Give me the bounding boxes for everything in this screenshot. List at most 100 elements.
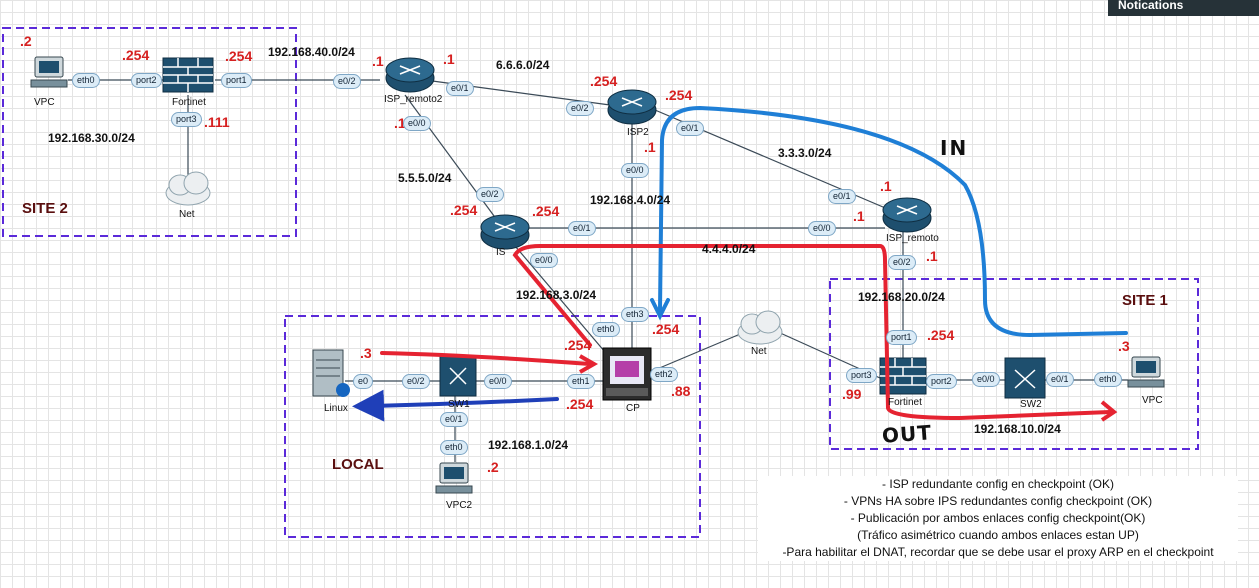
site2-border [2, 27, 297, 237]
ip-ispr2-e01: .1 [443, 51, 455, 67]
cloud-site2-icon[interactable] [165, 171, 211, 206]
net-30-label: 192.168.30.0/24 [48, 131, 135, 145]
port-cp-eth3[interactable]: eth3 [621, 307, 649, 322]
ip-forti1-port3: .99 [842, 386, 862, 402]
port-r2-e01[interactable]: e0/1 [446, 81, 474, 96]
notifications-bar[interactable]: Notications [1108, 0, 1259, 16]
traffic-red-arrowhead-cp [579, 354, 599, 374]
vpc-site1-icon[interactable] [1127, 356, 1165, 388]
fortinet-site2-label: Fortinet [172, 97, 206, 108]
checkpoint-cp-icon[interactable] [602, 347, 652, 401]
port-cp-eth0[interactable]: eth0 [592, 322, 620, 337]
port-vpc-s1-eth0[interactable]: eth0 [1094, 372, 1122, 387]
traffic-in-blue-arrowhead [650, 298, 670, 321]
ip-vpc-site2: .2 [20, 33, 32, 49]
vpc2-icon[interactable] [435, 462, 473, 494]
net-3-label: 192.168.3.0/24 [516, 288, 597, 302]
net-40-label: 192.168.40.0/24 [268, 45, 355, 59]
port-f1-port2[interactable]: port2 [926, 374, 957, 389]
vpc-site1-label: VPC [1142, 395, 1163, 406]
fortinet-site2-icon[interactable] [162, 57, 214, 93]
port-cp-eth2[interactable]: eth2 [650, 367, 678, 382]
net-555-label: 5.5.5.0/24 [398, 171, 452, 185]
traffic-red-path [512, 244, 1112, 421]
traffic-return-blue-path [352, 389, 559, 422]
traffic-red-arrowhead-vpc [1100, 400, 1118, 422]
ip-isp1-e02: .254 [450, 202, 478, 218]
linux-label: Linux [324, 403, 348, 414]
port-f2-port2[interactable]: port2 [131, 73, 162, 88]
port-vpc2-eth0[interactable]: eth0 [440, 440, 468, 455]
note-line: - ISP redundante config en checkpoint (O… [882, 477, 1114, 491]
ispr2-label: ISP_remoto2 [384, 94, 443, 105]
sw2-label: SW2 [1020, 399, 1042, 410]
vpc-site2-label: VPC [34, 97, 55, 108]
local-border [284, 315, 701, 538]
ip-forti2-port3: .111 [204, 114, 230, 130]
port-isp1-e00[interactable]: e0/0 [530, 253, 558, 268]
note-line: (Tráfico asimétrico cuando ambos enlaces… [857, 528, 1139, 542]
ip-linux: .3 [360, 345, 372, 361]
port-r-e02[interactable]: e0/2 [888, 255, 916, 270]
port-cp-eth1[interactable]: eth1 [567, 374, 595, 389]
port-isp2-e02[interactable]: e0/2 [566, 101, 594, 116]
port-r2-e02[interactable]: e0/2 [333, 74, 361, 89]
ip-ispr-e02: .1 [926, 248, 938, 264]
net-center-label: Net [751, 346, 767, 357]
port-isp2-e00[interactable]: e0/0 [621, 163, 649, 178]
port-isp1-e01[interactable]: e0/1 [568, 221, 596, 236]
ip-isp2-e02: .254 [590, 73, 618, 89]
port-r-e01[interactable]: e0/1 [828, 189, 856, 204]
router-isp1-icon[interactable] [480, 214, 530, 250]
ip-ispr2-e00: .1 [394, 115, 406, 131]
ip-cp-eth2: .88 [671, 383, 691, 399]
net-666-label: 6.6.6.0/24 [496, 58, 550, 72]
vpc2-label: VPC2 [446, 500, 473, 511]
port-r-e00[interactable]: e0/0 [808, 221, 836, 236]
cp-label: CP [626, 403, 640, 414]
cloud-center-icon[interactable] [737, 310, 783, 345]
traffic-in-blue-path [658, 105, 1128, 338]
port-sw2-e01[interactable]: e0/1 [1046, 372, 1074, 387]
note-line: - Publicación por ambos enlaces config c… [850, 511, 1146, 525]
ip-cp-eth1: .254 [564, 337, 592, 353]
net-444-label: 4.4.4.0/24 [702, 242, 756, 256]
net-20-label: 192.168.20.0/24 [858, 290, 945, 304]
ip-vpc-site1: .3 [1118, 338, 1130, 354]
linux-server-icon[interactable] [312, 349, 350, 397]
port-f2-port1[interactable]: port1 [221, 73, 252, 88]
port-sw1-e01[interactable]: e0/1 [440, 412, 468, 427]
vpc-site2-icon[interactable] [30, 56, 68, 88]
port-f2-port3[interactable]: port3 [171, 112, 202, 127]
port-sw1-e00[interactable]: e0/0 [484, 374, 512, 389]
port-sw2-e00[interactable]: e0/0 [972, 372, 1000, 387]
ip-ispr-e01: .1 [880, 178, 892, 194]
port-isp2-e01[interactable]: e0/1 [676, 121, 704, 136]
port-linux-e0[interactable]: e0 [353, 374, 374, 389]
port-f1-port1[interactable]: port1 [886, 330, 917, 345]
router-ispr2-icon[interactable] [385, 57, 435, 93]
router-ispr-icon[interactable] [882, 197, 932, 233]
site2-label: SITE 2 [22, 200, 68, 217]
local-label: LOCAL [332, 456, 384, 473]
notifications-label: Notications [1118, 0, 1184, 12]
router-isp2-icon[interactable] [607, 89, 657, 125]
ip-cp-eth3: .254 [652, 321, 680, 337]
isp1-label: IS [496, 247, 506, 258]
site1-label: SITE 1 [1122, 292, 1168, 309]
port-isp1-e02[interactable]: e0/2 [476, 187, 504, 202]
net-10-label: 192.168.10.0/24 [974, 422, 1061, 436]
net-site2-label: Net [179, 209, 195, 220]
ip-forti1-port1: .254 [927, 327, 955, 343]
link-cp-net [649, 331, 746, 373]
port-vpc-s2-eth0[interactable]: eth0 [72, 73, 100, 88]
switch-sw1-icon[interactable] [439, 355, 477, 397]
notes-panel: - ISP redundante config en checkpoint (O… [758, 476, 1238, 561]
ip-cp-eth0: .254 [566, 396, 594, 412]
switch-sw2-icon[interactable] [1004, 357, 1046, 399]
port-sw1-e02[interactable]: e0/2 [402, 374, 430, 389]
port-f1-port3[interactable]: port3 [846, 368, 877, 383]
port-r2-e00[interactable]: e0/0 [403, 116, 431, 131]
links [68, 79, 1128, 462]
fortinet-site1-label: Fortinet [888, 397, 922, 408]
